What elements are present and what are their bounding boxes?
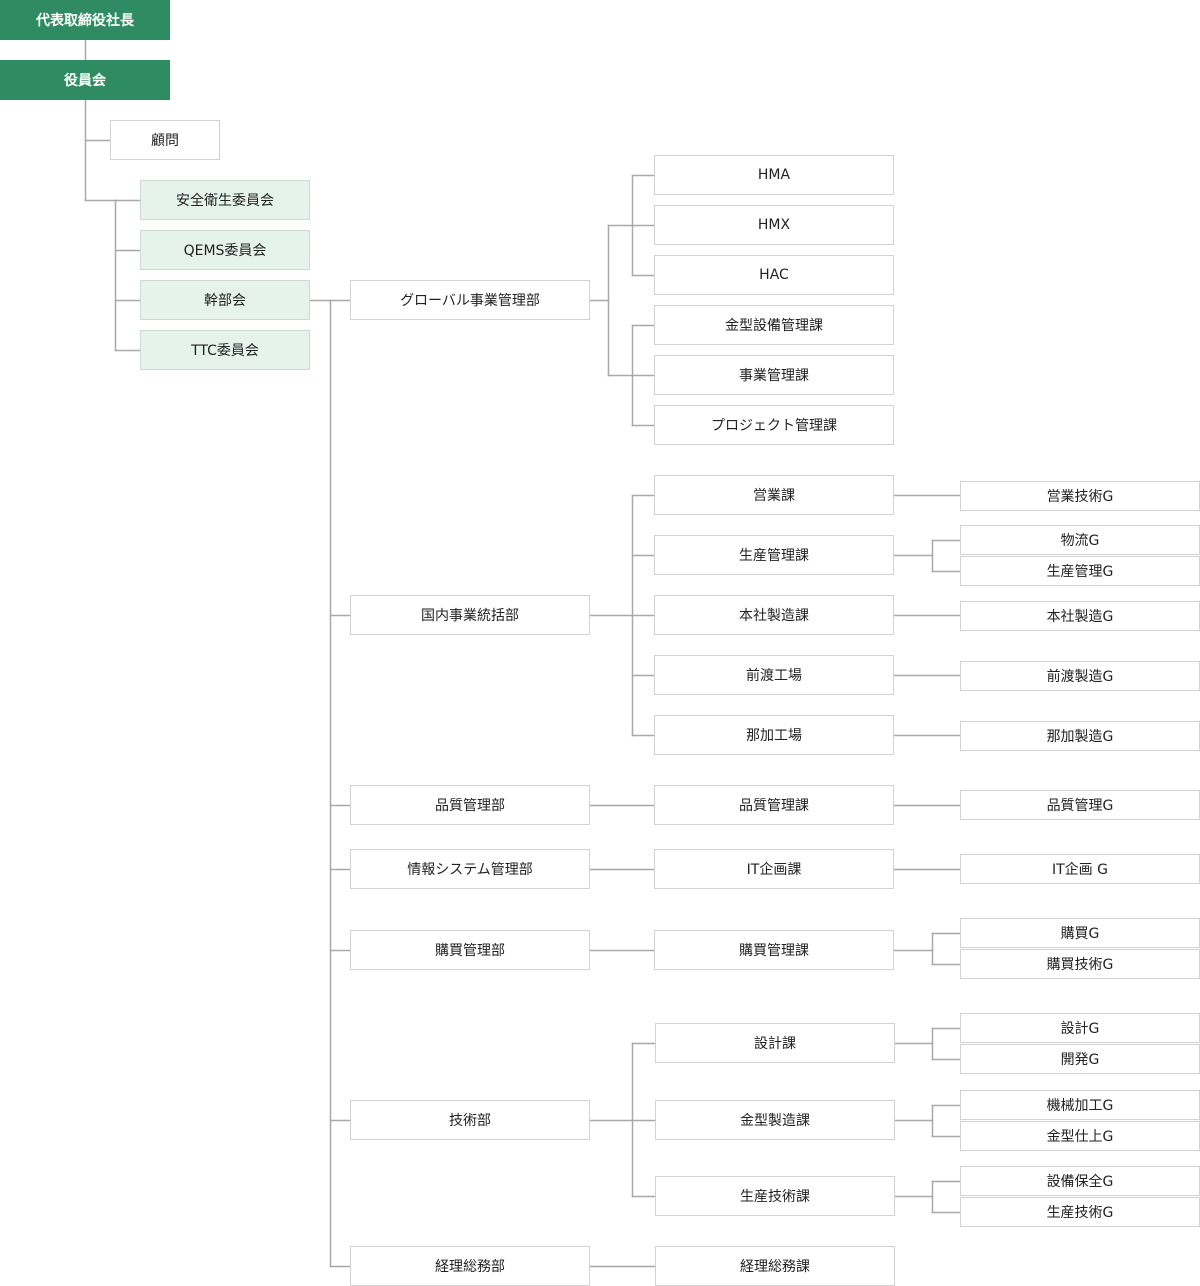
section-hma: HMA [654, 155, 894, 195]
section-it-planning: IT企画課 [654, 849, 894, 889]
section-production-engineering: 生産技術課 [655, 1176, 895, 1216]
group-design: 設計G [960, 1013, 1200, 1043]
dept-accounting: 経理総務部 [350, 1246, 590, 1286]
dept-purchasing: 購買管理部 [350, 930, 590, 970]
group-naka-manufacturing: 那加製造G [960, 721, 1200, 751]
section-sales: 営業課 [654, 475, 894, 515]
group-maedo-manufacturing: 前渡製造G [960, 661, 1200, 691]
group-purchasing: 購買G [960, 918, 1200, 948]
section-production-control: 生産管理課 [654, 535, 894, 575]
section-naka-plant: 那加工場 [654, 715, 894, 755]
board-box: 役員会 [0, 60, 170, 100]
section-quality: 品質管理課 [654, 785, 894, 825]
section-mold-manufacturing: 金型製造課 [655, 1100, 895, 1140]
section-project-mgmt: プロジェクト管理課 [654, 405, 894, 445]
section-design: 設計課 [655, 1023, 895, 1063]
committee-executive: 幹部会 [140, 280, 310, 320]
advisor-box: 顧問 [110, 120, 220, 160]
group-production-control: 生産管理G [960, 556, 1200, 586]
group-quality: 品質管理G [960, 790, 1200, 820]
group-sales-tech: 営業技術G [960, 481, 1200, 511]
section-maedo-plant: 前渡工場 [654, 655, 894, 695]
section-business-mgmt: 事業管理課 [654, 355, 894, 395]
group-production-tech: 生産技術G [960, 1197, 1200, 1227]
dept-infosys: 情報システム管理部 [350, 849, 590, 889]
president-box: 代表取締役社長 [0, 0, 170, 40]
committee-ttc: TTC委員会 [140, 330, 310, 370]
committee-qems: QEMS委員会 [140, 230, 310, 270]
committee-safety-health: 安全衛生委員会 [140, 180, 310, 220]
group-machining: 機械加工G [960, 1090, 1200, 1120]
dept-global: グローバル事業管理部 [350, 280, 590, 320]
group-it-planning: IT企画 G [960, 854, 1200, 884]
dept-domestic: 国内事業統括部 [350, 595, 590, 635]
group-purchasing-tech: 購買技術G [960, 949, 1200, 979]
section-purchasing: 購買管理課 [654, 930, 894, 970]
dept-engineering: 技術部 [350, 1100, 590, 1140]
group-hq-manufacturing: 本社製造G [960, 601, 1200, 631]
group-mold-finishing: 金型仕上G [960, 1121, 1200, 1151]
section-hq-manufacturing: 本社製造課 [654, 595, 894, 635]
section-accounting: 経理総務課 [655, 1246, 895, 1286]
dept-quality: 品質管理部 [350, 785, 590, 825]
section-hmx: HMX [654, 205, 894, 245]
group-equipment-maintenance: 設備保全G [960, 1166, 1200, 1196]
section-mold-equipment: 金型設備管理課 [654, 305, 894, 345]
group-development: 開発G [960, 1044, 1200, 1074]
section-hac: HAC [654, 255, 894, 295]
group-logistics: 物流G [960, 525, 1200, 555]
